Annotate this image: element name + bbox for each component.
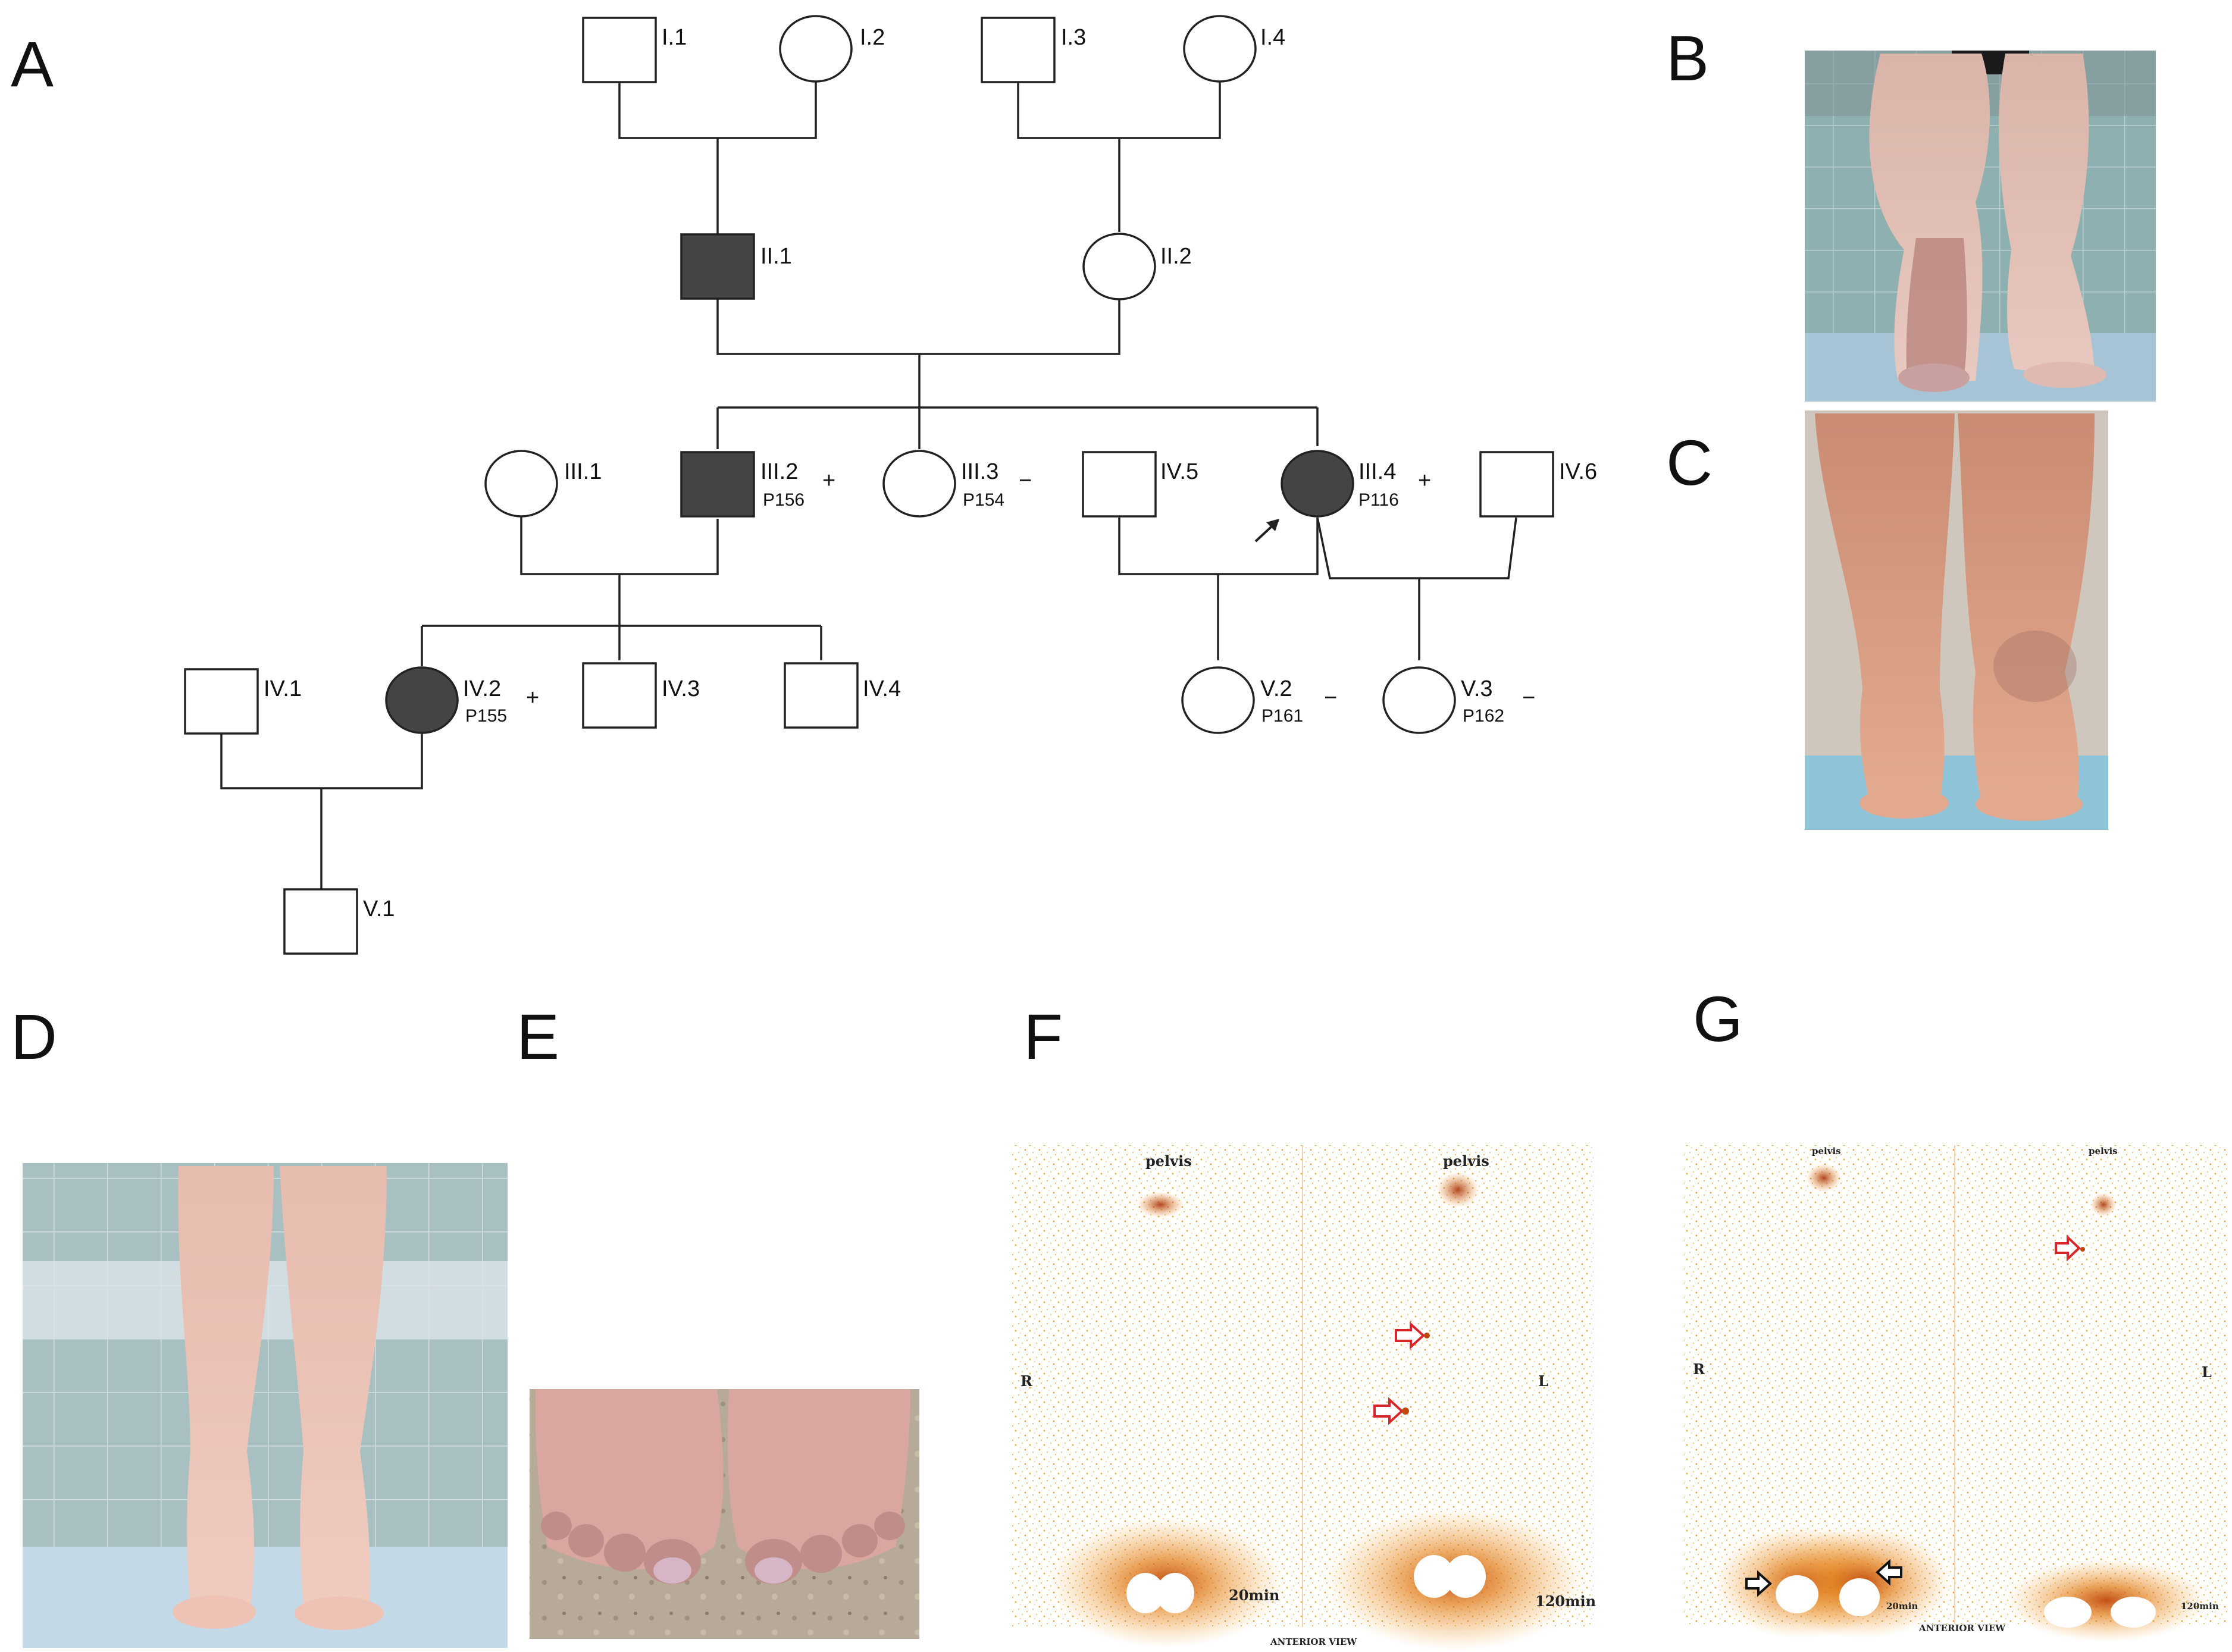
panel-label-b: B <box>1666 22 1709 94</box>
pedigree-label: II.2 <box>1160 244 1192 269</box>
pedigree-status: − <box>1019 468 1032 493</box>
red-arrow-icon <box>2055 1234 2085 1262</box>
pedigree-sample: P116 <box>1358 490 1399 510</box>
panel-label-d: D <box>11 1001 57 1073</box>
pedigree-female-iii1 <box>484 450 558 518</box>
panel-label-a: A <box>11 28 54 100</box>
pedigree-label: I.2 <box>860 25 885 50</box>
pedigree-sample: P156 <box>763 490 804 510</box>
pedigree-female-v3 <box>1382 666 1456 734</box>
scan-f-time-right: 120min <box>1535 1593 1596 1610</box>
pedigree-female-ii2 <box>1082 233 1156 300</box>
pedigree-female-iii4-affected <box>1281 450 1354 518</box>
pedigree-label: I.1 <box>662 25 687 50</box>
pedigree-male-iv3 <box>582 662 657 729</box>
pedigree-sample: P155 <box>465 706 507 726</box>
pedigree-label: IV.1 <box>264 676 302 701</box>
scan-g-side-l: L <box>2202 1363 2212 1381</box>
pedigree-male-i3 <box>981 17 1056 83</box>
pedigree-female-i4 <box>1183 15 1257 83</box>
scan-g-time-left: 20min <box>1886 1601 1918 1612</box>
pedigree-label: I.3 <box>1061 25 1086 50</box>
pedigree-label: III.4 <box>1358 459 1396 484</box>
pedigree-status: + <box>822 468 835 493</box>
pedigree-male-ii1-affected <box>680 233 755 300</box>
scan-f-label-left: pelvis <box>1145 1152 1192 1170</box>
red-arrow-icon <box>1373 1397 1409 1425</box>
photo-d-legs <box>23 1163 508 1648</box>
pedigree-status: + <box>1418 468 1431 493</box>
pedigree-female-iii3 <box>882 450 956 518</box>
pedigree-label: V.1 <box>363 896 395 921</box>
scan-f-label-right: pelvis <box>1443 1152 1489 1170</box>
pedigree-male-iv5 <box>1082 451 1157 518</box>
pedigree-label: I.4 <box>1260 25 1285 50</box>
pedigree-label: III.2 <box>760 459 798 484</box>
panel-label-f: F <box>1023 1001 1063 1073</box>
pedigree-label: V.2 <box>1260 676 1292 701</box>
pedigree-label: IV.3 <box>662 676 700 701</box>
scan-f-caption: ANTERIOR VIEW <box>1270 1637 1357 1647</box>
proband-arrow-icon <box>1254 519 1279 543</box>
pedigree-lines <box>220 82 1517 889</box>
red-arrow-icon <box>1395 1321 1430 1350</box>
scintigraphy-g: pelvis pelvis R L 20min 120min ANTERIOR … <box>1684 1145 2228 1642</box>
pedigree-male-iv4 <box>784 662 859 729</box>
scan-f-side-r: R <box>1020 1372 1033 1390</box>
pedigree-label: IV.6 <box>1559 459 1597 484</box>
pedigree-label: III.1 <box>564 459 602 484</box>
pedigree-male-iv1 <box>184 668 259 735</box>
photo-b-legs <box>1805 51 2156 402</box>
scan-g-label-right: pelvis <box>2089 1146 2118 1156</box>
pedigree-female-iv2-affected <box>385 666 459 734</box>
pedigree-chart: I.1 I.2 I.3 I.4 II.1 II.2 III.1 III.2 P1… <box>184 15 1597 955</box>
scan-g-caption: ANTERIOR VIEW <box>1918 1623 2006 1634</box>
pedigree-status: − <box>1324 685 1337 710</box>
pedigree-sample: P154 <box>963 490 1004 510</box>
pedigree-sample: P162 <box>1463 706 1504 726</box>
pedigree-label: V.3 <box>1461 676 1493 701</box>
pedigree-status: + <box>526 685 539 710</box>
panel-label-g: G <box>1693 983 1743 1055</box>
pedigree-label: II.1 <box>760 244 792 269</box>
pedigree-label: IV.5 <box>1160 459 1198 484</box>
pedigree-female-v2 <box>1181 666 1255 734</box>
pedigree-male-iii2-affected <box>680 451 755 518</box>
pedigree-male-iv6 <box>1479 451 1554 518</box>
photo-c-legs <box>1805 410 2108 830</box>
photo-e-toes <box>530 1389 919 1639</box>
scan-g-label-left: pelvis <box>1812 1146 1841 1156</box>
black-arrow-icon <box>1876 1559 1902 1586</box>
scan-g-side-r: R <box>1693 1361 1705 1378</box>
scan-f-side-l: L <box>1538 1372 1548 1390</box>
panel-label-e: E <box>516 1001 559 1073</box>
pedigree-label: III.3 <box>961 459 998 484</box>
scan-f-time-left: 20min <box>1229 1587 1279 1604</box>
pedigree-female-i2 <box>779 15 853 83</box>
pedigree-male-i1 <box>582 17 657 83</box>
panel-label-c: C <box>1666 427 1713 499</box>
pedigree-label: IV.2 <box>463 676 501 701</box>
black-arrow-icon <box>1745 1570 1772 1597</box>
scan-g-time-right: 120min <box>2181 1601 2219 1612</box>
scintigraphy-f: pelvis pelvis R L 20min 120min ANTERIOR … <box>1012 1145 1596 1651</box>
pedigree-label: IV.4 <box>863 676 901 701</box>
pedigree-male-v1 <box>283 888 358 955</box>
pedigree-sample: P161 <box>1261 706 1303 726</box>
pedigree-status: − <box>1522 685 1535 710</box>
